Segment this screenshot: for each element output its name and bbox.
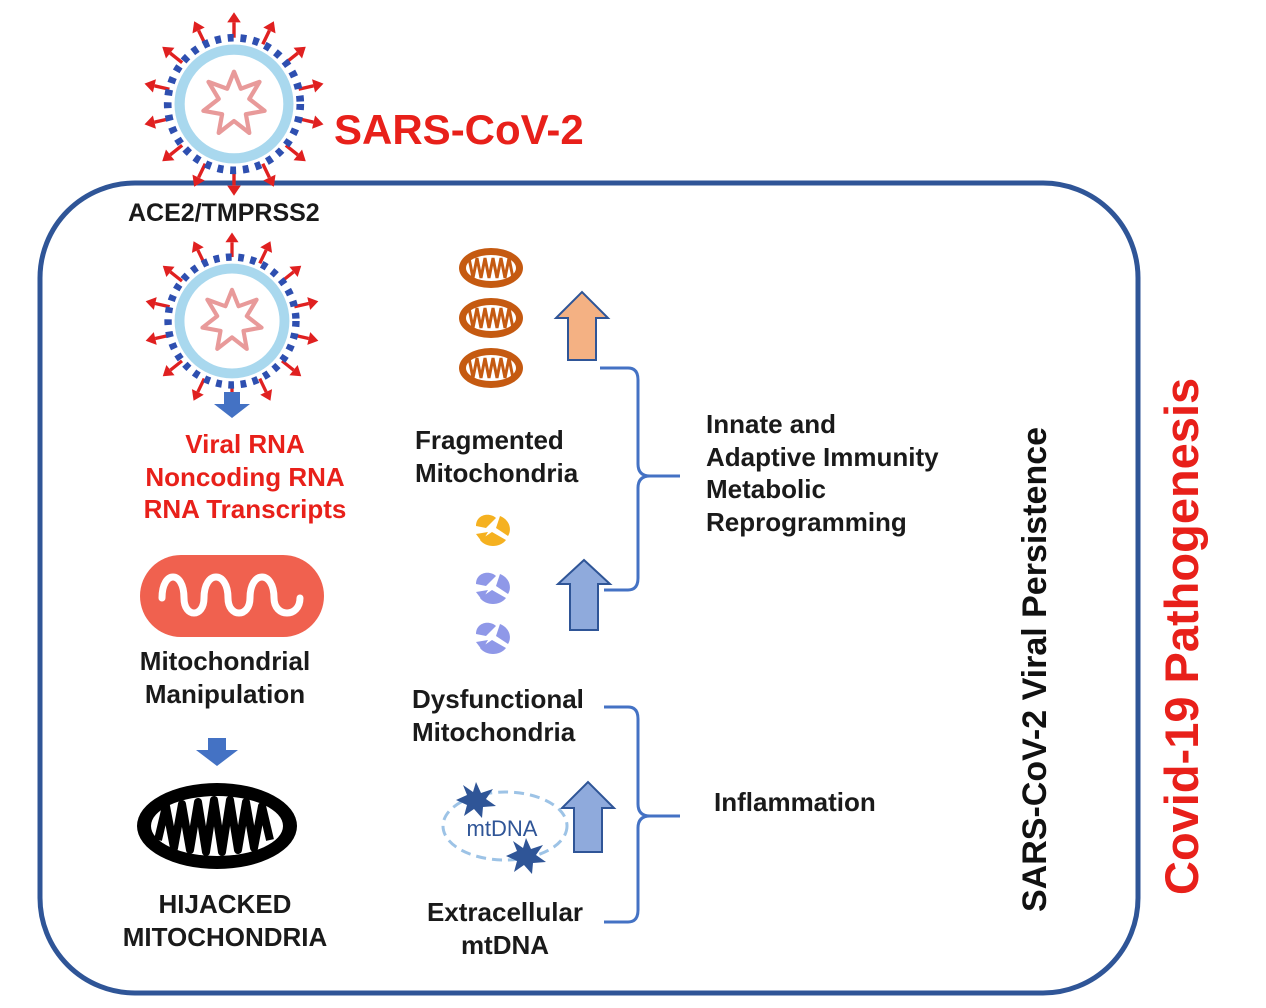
label-line: Adaptive Immunity [706,441,939,472]
virus-icon [141,10,327,198]
label-line: Mitochondria [415,457,579,488]
viral-product-item: RNA Transcripts [143,494,347,524]
up-arrow-icon [553,290,611,361]
label-line: Mitochondrial [139,646,311,676]
mitochondrial-manipulation-label: Mitochondrial Manipulation [100,645,350,710]
mitochondrion-icon [457,246,525,290]
spike-protein-icon [142,327,173,349]
spike-protein-icon [225,10,243,40]
mtdna-icon-label: mtDNA [467,816,538,841]
label-line: Manipulation [144,678,306,709]
mitochondrion-icon [140,555,324,637]
label-line: Innate and [706,409,837,439]
hijacked-mitochondria-label: HIJACKED MITOCHONDRIA [100,888,350,953]
bracket-lower [604,705,680,924]
mitochondrion-icon [457,346,525,390]
label-line: Metabolic [706,474,826,504]
viral-products: Viral RNA Noncoding RNA RNA Transcripts [120,428,370,526]
down-arrow-icon [214,392,250,418]
spike-protein-icon [156,138,189,169]
mtdna-icon: mtDNA [441,782,569,874]
cell-boundary [37,180,1141,996]
label-line: mtDNA [460,929,550,960]
label-line: Fragmented [415,425,564,455]
spike-protein-icon [157,259,188,288]
virus-icon [142,230,322,412]
bracket-upper [600,366,680,592]
receptor-label: ACE2/TMPRSS2 [128,199,320,227]
mitochondrion-icon [457,296,525,340]
up-arrow-icon [559,780,617,853]
fragmented-mitochondria-stack [476,514,510,654]
label-line: Extracellular [426,897,584,927]
spike-protein-icon [156,39,189,70]
up-arrow-icon [555,558,613,631]
label-line: Dysfunctional [412,684,584,714]
fragmented-mitochondrion-icon [476,572,510,604]
extracellular-mtdna-label: Extracellular mtDNA [410,896,600,961]
virus-title: SARS-CoV-2 [334,106,584,153]
viral-persistence-label: SARS-CoV-2 Viral Persistence [1016,426,1054,912]
hijacked-mitochondrion-icon [137,783,297,869]
down-arrow-icon [196,738,238,766]
pathogenesis-label: Covid-19 Pathogenesis [1155,377,1208,895]
viral-product-item: Viral RNA [185,429,305,459]
label-line: Mitochondria [412,716,576,747]
fragmented-mitochondrion-icon [476,622,510,654]
viral-product-item: Noncoding RNA [145,461,345,492]
label-line: MITOCHONDRIA [122,921,328,952]
spike-protein-icon [141,110,173,133]
fragmented-mitochondrion-icon [476,514,510,546]
inflammation-label: Inflammation [714,787,876,817]
spike-protein-icon [157,354,188,383]
immunity-outcome-label: Innate and Adaptive Immunity Metabolic R… [706,408,939,538]
fragmented-mitochondria-label: Fragmented Mitochondria [415,424,578,489]
dysfunctional-mitochondria-label: Dysfunctional Mitochondria [412,683,584,748]
label-line: Reprogramming [706,506,907,537]
mitochondria-stack [457,246,525,390]
label-line: HIJACKED [158,889,292,919]
